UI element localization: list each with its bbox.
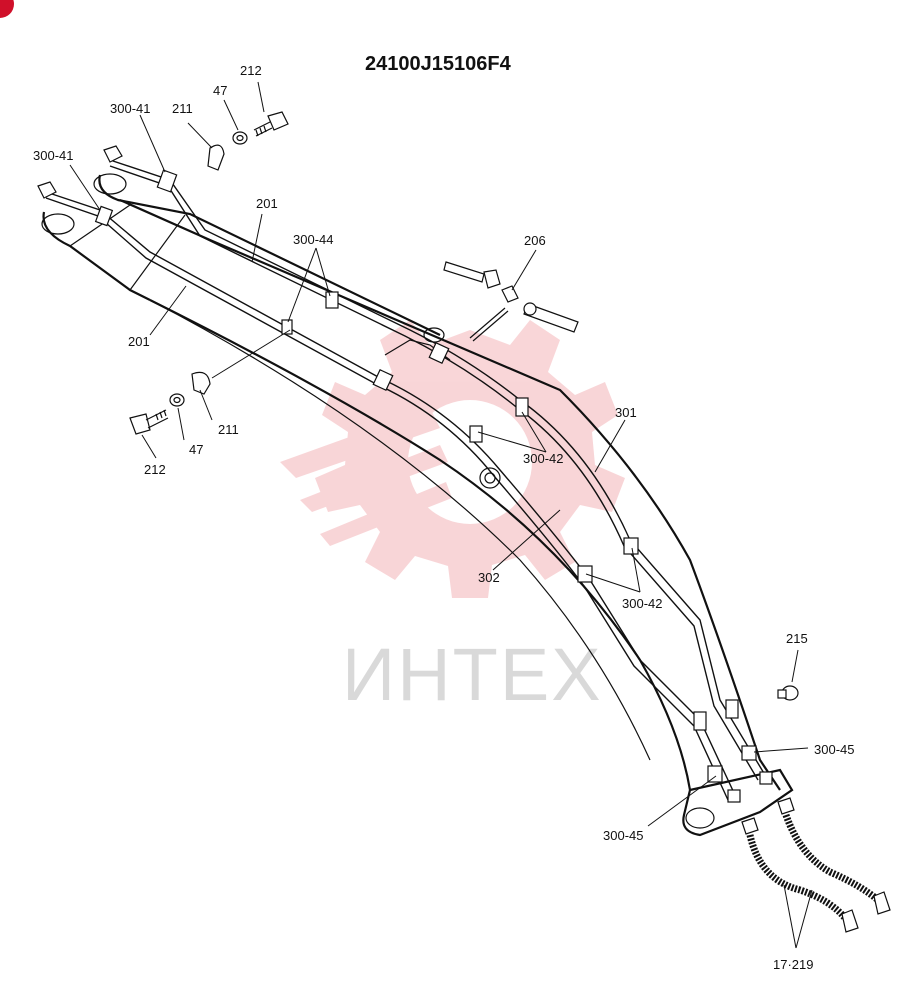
callout-211-top: 211 <box>172 101 193 116</box>
arm-body <box>41 173 794 837</box>
callout-300-41-left: 300-41 <box>33 148 73 163</box>
callout-300-41-top: 300-41 <box>110 101 150 116</box>
washer-47-bottom <box>169 393 185 407</box>
callout-212-top: 212 <box>240 63 262 78</box>
pin-206 <box>443 261 579 342</box>
callout-215: 215 <box>786 631 808 646</box>
clip-211-bottom <box>191 371 211 395</box>
callout-206: 206 <box>524 233 546 248</box>
callout-211-bottom: 211 <box>218 422 239 437</box>
callout-300-45-left: 300-45 <box>603 828 643 843</box>
callout-212-bottom: 212 <box>144 462 166 477</box>
callout-201-left: 201 <box>128 334 150 349</box>
corner-badge <box>0 0 14 18</box>
callout-47-top: 47 <box>213 83 227 98</box>
callout-301: 301 <box>615 405 637 420</box>
bolt-212-bottom <box>129 409 169 435</box>
callout-300-42-mid: 300-42 <box>523 451 563 466</box>
washer-47-top <box>232 131 248 145</box>
watermark-logo <box>280 320 625 598</box>
bolt-212-top <box>253 111 289 137</box>
clip-211-top <box>207 144 225 171</box>
watermark-text: ИНТЕХ <box>342 633 603 716</box>
callout-201-top: 201 <box>256 196 278 211</box>
pipe-end-fittings <box>37 145 123 199</box>
callout-47-bottom: 47 <box>189 442 203 457</box>
callouts: 300-41 211 47 212 300-41 201 300-44 206 … <box>33 63 854 972</box>
plug-215 <box>777 685 799 701</box>
drawing-number: 24100J15106F4 <box>365 53 512 75</box>
callout-17-219: 17·219 <box>773 957 813 972</box>
callout-300-44: 300-44 <box>293 232 333 247</box>
callout-302: 302 <box>478 570 500 585</box>
callout-300-42-low: 300-42 <box>622 596 662 611</box>
callout-300-45-right: 300-45 <box>814 742 854 757</box>
clamps <box>94 169 773 803</box>
leader-lines <box>69 81 813 949</box>
hoses-17-219 <box>741 797 891 933</box>
